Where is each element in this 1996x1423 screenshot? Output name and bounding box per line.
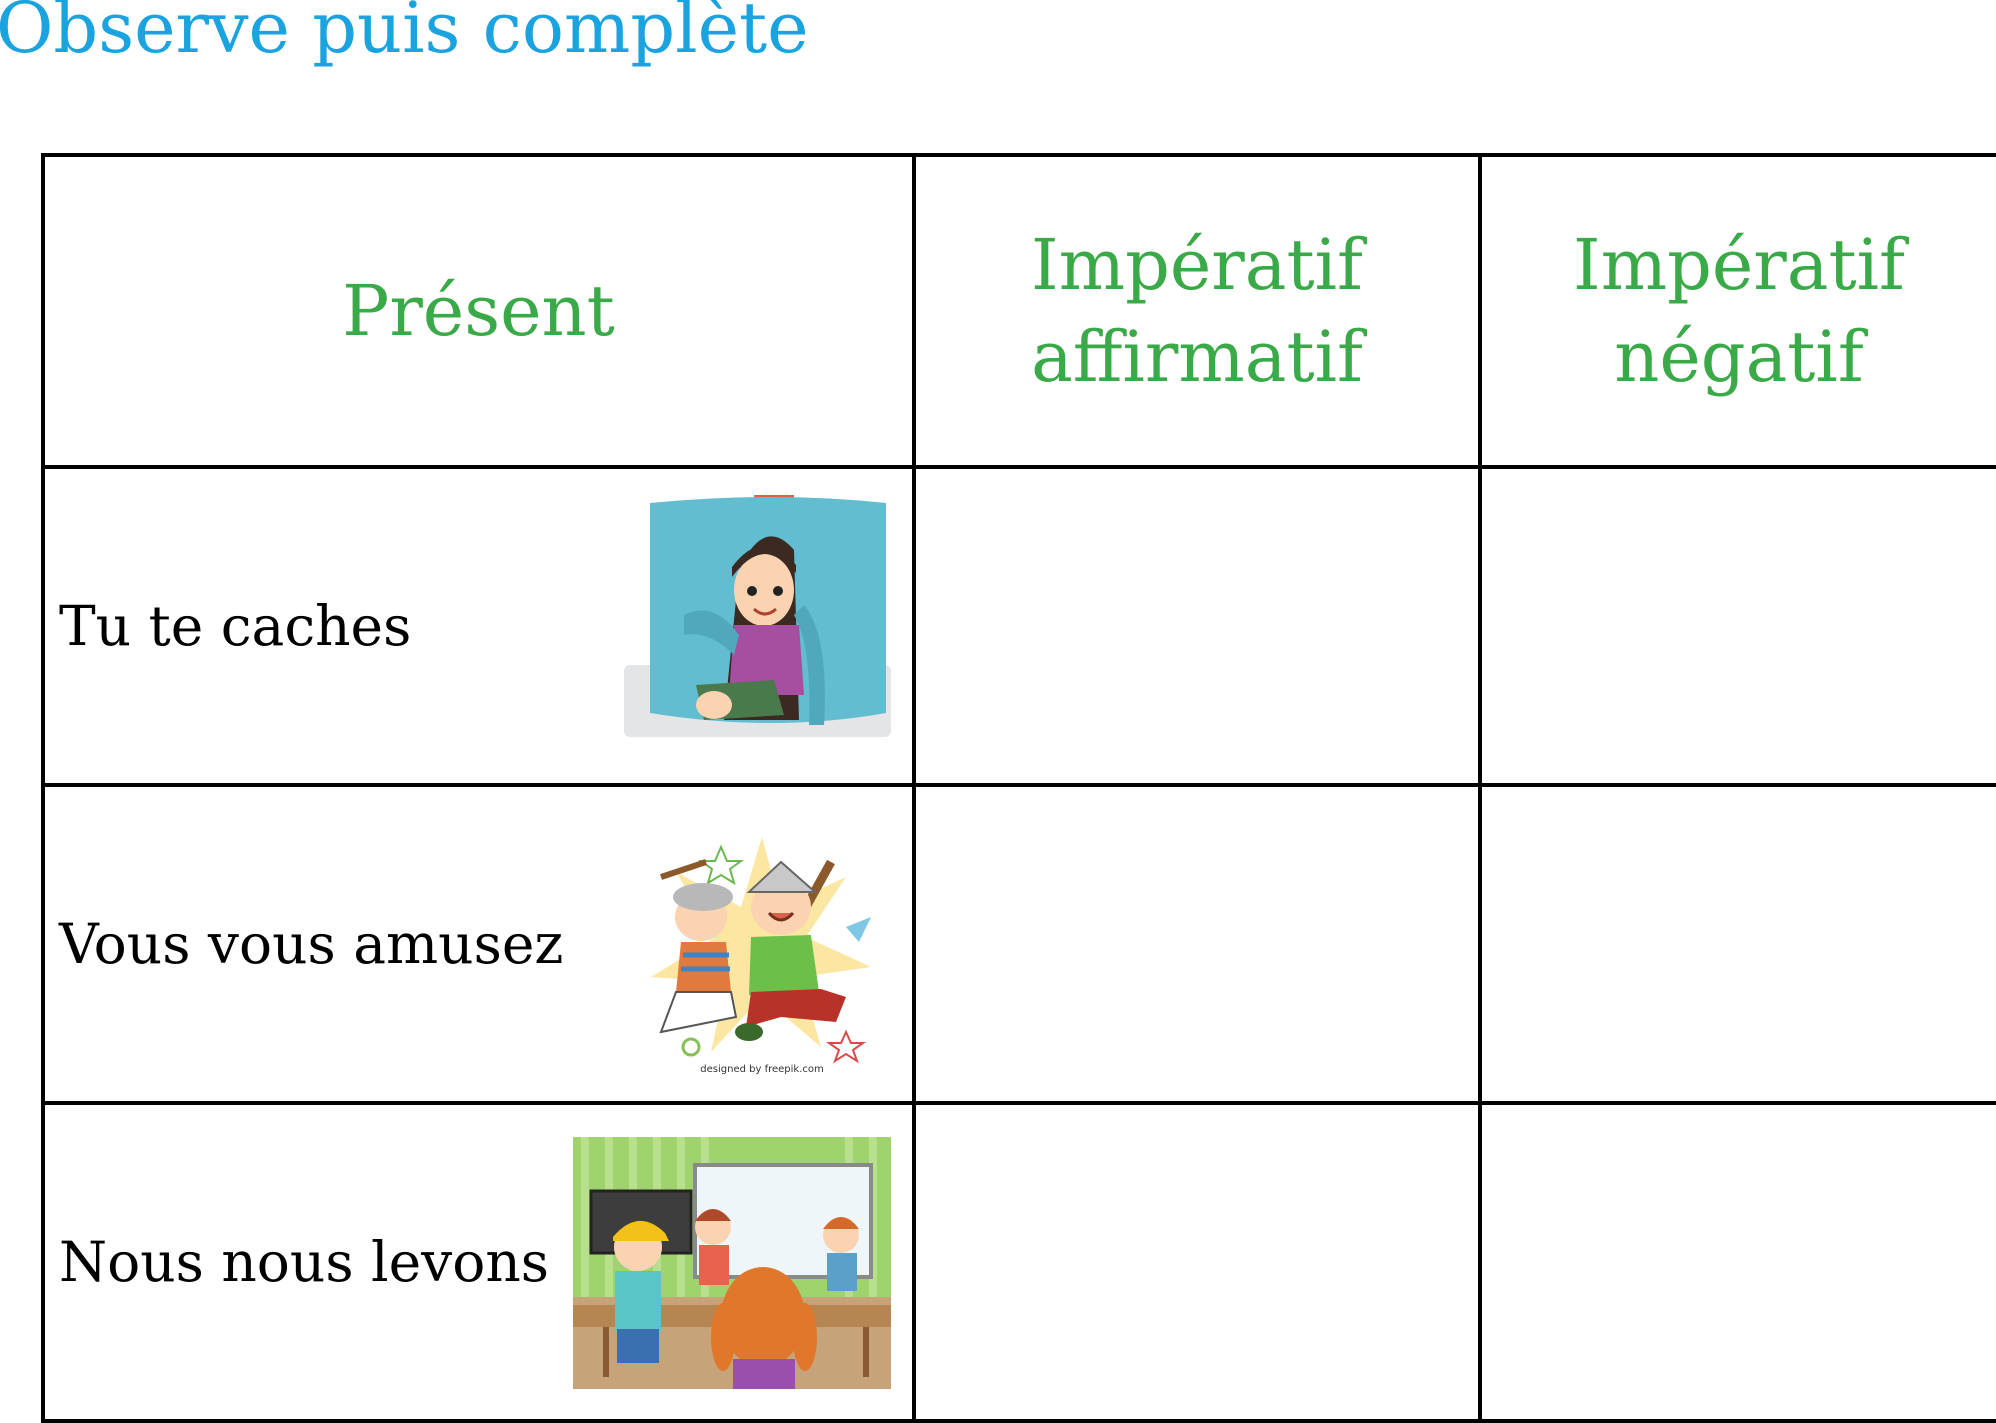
cell-imperatif-affirmatif[interactable] <box>912 465 1482 787</box>
conjugation-table: Présent Impératif affirmatif Impératif n… <box>41 153 1996 1423</box>
cell-present: Tu te caches <box>41 465 916 787</box>
header-imperatif-negatif: Impératif négatif <box>1478 153 1996 469</box>
table-row: Tu te caches <box>41 465 1996 787</box>
illustration-credit: designed by freepik.com <box>700 1064 823 1075</box>
cell-imperatif-negatif[interactable] <box>1478 783 1996 1105</box>
header-negatif-line1: Impératif <box>1573 224 1905 306</box>
cell-imperatif-negatif[interactable] <box>1478 1101 1996 1423</box>
cell-present: Vous vous amusez <box>41 783 916 1105</box>
cell-imperatif-negatif[interactable] <box>1478 465 1996 787</box>
header-present: Présent <box>41 153 916 469</box>
cell-imperatif-affirmatif[interactable] <box>912 783 1482 1105</box>
table-row: Vous vous amusez <box>41 783 1996 1105</box>
header-negatif-line2: négatif <box>1614 316 1864 398</box>
kids-playing-illustration: designed by freepik.com <box>631 817 893 1079</box>
present-phrase: Nous nous levons <box>59 1230 550 1294</box>
cell-imperatif-affirmatif[interactable] <box>912 1101 1482 1423</box>
header-affirmatif-line1: Impératif <box>1031 224 1363 306</box>
header-affirmatif-line2: affirmatif <box>1031 316 1363 398</box>
header-imperatif-affirmatif: Impératif affirmatif <box>912 153 1482 469</box>
page-title: Observe puis complète <box>0 0 809 69</box>
header-present-label: Présent <box>342 270 615 352</box>
classroom-illustration <box>573 1137 891 1389</box>
present-phrase: Vous vous amusez <box>59 912 564 976</box>
present-phrase: Tu te caches <box>59 594 412 658</box>
girl-hiding-illustration <box>624 495 891 743</box>
table-header-row: Présent Impératif affirmatif Impératif n… <box>41 153 1996 469</box>
cell-present: Nous nous levons <box>41 1101 916 1423</box>
table-row: Nous nous levons <box>41 1101 1996 1423</box>
